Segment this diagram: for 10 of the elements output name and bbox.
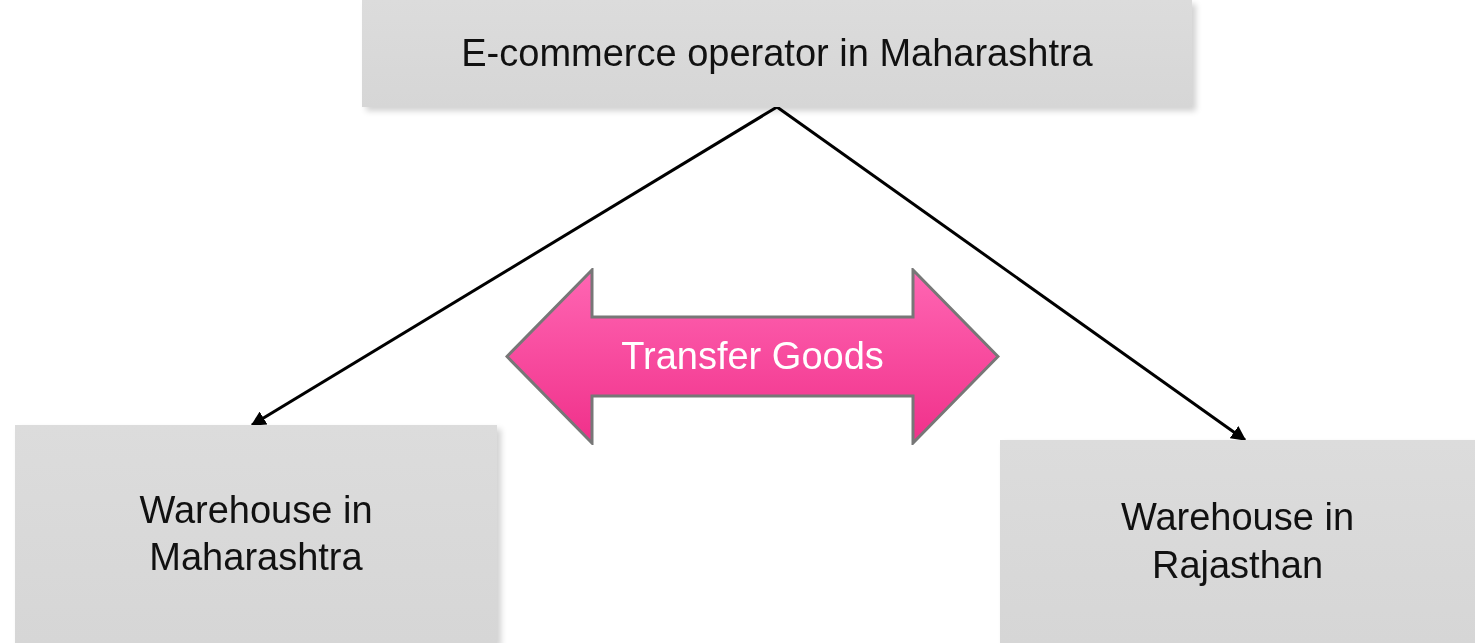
process-box — [15, 425, 497, 643]
arrow — [776, 105, 1247, 442]
process-box — [1000, 440, 1475, 643]
node-label: Warehouse in Maharashtra — [138, 487, 374, 580]
process-box — [362, 0, 1192, 107]
arrow — [250, 105, 778, 427]
node-label: Transfer Goods — [621, 333, 884, 379]
node-label: Warehouse in Rajasthan — [1119, 495, 1355, 588]
node-label: E-commerce operator in Maharashtra — [461, 30, 1093, 76]
double-arrow-shape — [505, 268, 1000, 445]
